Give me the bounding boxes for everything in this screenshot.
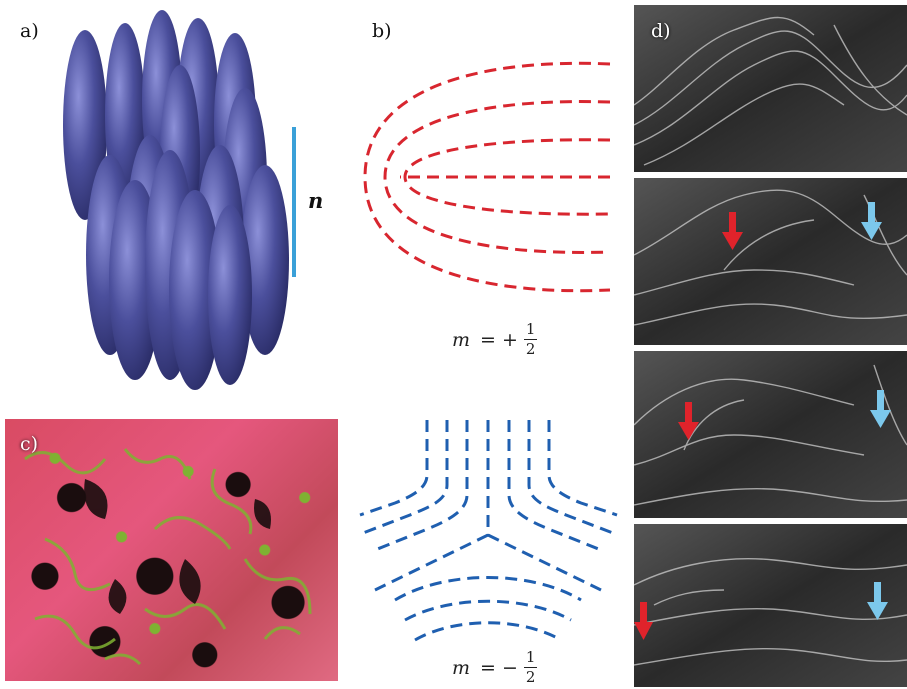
minus-half-defect-diagram: [359, 420, 618, 642]
red-arrow-2: [722, 212, 743, 250]
texture-defect-lines: [24, 448, 312, 666]
minus-half-formula: m = − 1 2: [452, 648, 538, 686]
panel-b-label: b): [372, 20, 392, 42]
fraction-denominator: 2: [525, 340, 536, 358]
microscopy-frames: [634, 5, 907, 687]
panel-d-label: d): [651, 20, 671, 42]
blue-arrow-4: [867, 582, 888, 620]
plus-half-formula: m = + 1 2: [452, 320, 538, 358]
fraction-numerator: 1: [523, 320, 538, 340]
formula-var: m: [452, 656, 471, 679]
director-label: n: [308, 188, 324, 213]
formula-fraction: 1 2: [523, 648, 538, 686]
panel-c-label: c): [20, 433, 39, 455]
frame-2: [634, 178, 907, 345]
formula-sign: = −: [480, 656, 518, 679]
red-arrow-3: [678, 402, 699, 440]
frame-4: [634, 524, 907, 687]
panel-a-label: a): [20, 20, 39, 42]
fraction-denominator: 2: [525, 668, 536, 686]
red-arrow-4: [634, 602, 653, 640]
formula-fraction: 1 2: [523, 320, 538, 358]
nematic-rods-illustration: [63, 10, 289, 390]
blue-arrow-2: [861, 202, 882, 240]
plus-half-defect-diagram: [363, 61, 611, 293]
fraction-numerator: 1: [523, 648, 538, 668]
frame-1: [634, 5, 907, 172]
blue-arrow-3: [870, 390, 891, 428]
formula-sign: = +: [480, 328, 518, 351]
frame-3: [634, 351, 907, 518]
formula-var: m: [452, 328, 471, 351]
director-bar: [292, 127, 296, 277]
